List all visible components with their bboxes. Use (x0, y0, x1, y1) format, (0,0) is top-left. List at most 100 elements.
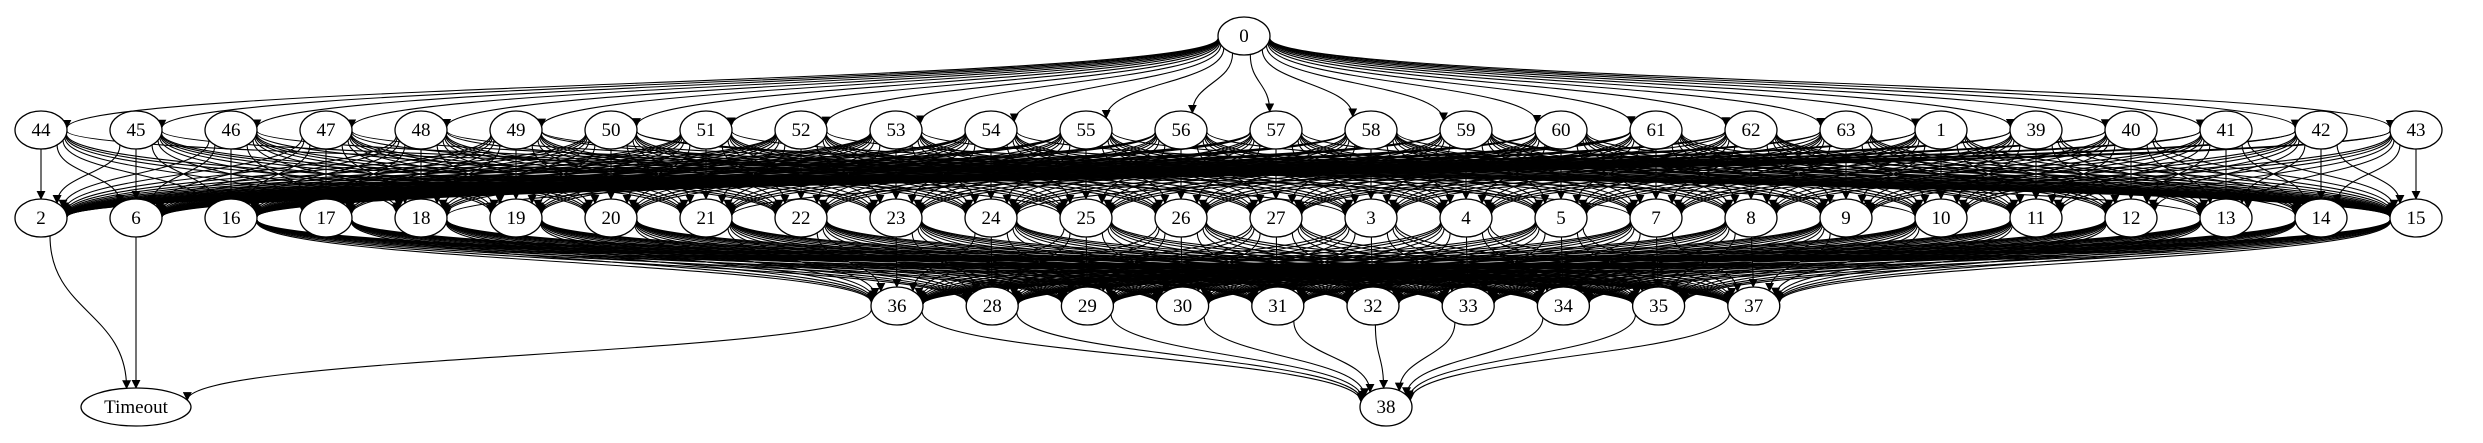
node-label: 34 (1554, 296, 1574, 317)
edge-53-to-2 (62, 132, 871, 217)
edge-15-to-36 (918, 219, 2391, 306)
edge-26-to-36 (916, 225, 1158, 300)
node-label: 6 (131, 208, 141, 229)
edge-0-to-58 (1261, 49, 1358, 118)
edge-0-to-46 (252, 38, 1219, 129)
node-label: 41 (2217, 120, 2236, 141)
node-ellipse (2009, 198, 2063, 238)
edge-15-to-28 (1013, 219, 2391, 306)
node-32: 32 (1346, 286, 1400, 326)
edge-16-to-36 (256, 221, 876, 304)
edge-15-to-32 (1394, 219, 2391, 305)
edge-28-to-38 (1016, 312, 1366, 402)
node-ellipse (14, 198, 68, 238)
node-ellipse (1059, 110, 1113, 150)
node-3: 3 (1344, 198, 1398, 238)
node-18: 18 (394, 198, 448, 238)
node-ellipse (1629, 110, 1683, 150)
edge-0-to-49 (537, 39, 1219, 128)
node-label: 49 (507, 120, 526, 141)
node-ellipse (1631, 286, 1686, 326)
node-label: 1 (1936, 120, 1946, 141)
node-ellipse (80, 387, 192, 427)
node-44: 44 (14, 110, 68, 150)
node-label: 22 (792, 208, 811, 229)
node-ellipse (2389, 110, 2443, 150)
node-label: 45 (127, 120, 146, 141)
node-4: 4 (1439, 198, 1493, 238)
node-ellipse (1819, 110, 1873, 150)
node-ellipse (1154, 110, 1208, 150)
edge-0-to-53 (915, 42, 1221, 125)
node-ellipse (1346, 286, 1400, 326)
node-ellipse (299, 110, 353, 150)
edge-10-to-36 (918, 219, 1916, 305)
node-label: 32 (1364, 296, 1383, 317)
node-ellipse (1819, 198, 1873, 238)
node-label: 42 (2312, 120, 2331, 141)
edge-46-to-2 (58, 140, 210, 209)
node-ellipse (394, 110, 448, 150)
edge-54-to-2 (62, 132, 966, 217)
node-label: 54 (982, 120, 1002, 141)
node-label: 11 (2027, 208, 2045, 229)
node-label: 24 (982, 208, 1002, 229)
node-ellipse (584, 198, 638, 238)
node-ellipse (584, 110, 638, 150)
edge-48-to-2 (61, 135, 397, 214)
node-ellipse (1249, 110, 1303, 150)
node-63: 63 (1819, 110, 1873, 150)
node-46: 46 (204, 110, 258, 150)
node-label: 47 (317, 120, 336, 141)
edge-5-to-36 (918, 221, 1536, 304)
edge-0-to-59 (1265, 45, 1448, 122)
edge-36-to-38 (921, 311, 1366, 403)
edge-59-to-2 (62, 131, 1441, 218)
edge-51-to-2 (62, 133, 681, 216)
edge-7-to-36 (918, 220, 1631, 304)
node-23: 23 (869, 198, 923, 238)
node-label: 8 (1746, 208, 1756, 229)
edge-18-to-36 (445, 222, 877, 303)
node-35: 35 (1631, 286, 1686, 326)
edge-33-to-38 (1394, 322, 1456, 392)
node-ellipse (204, 110, 258, 150)
node-ellipse (1344, 110, 1398, 150)
node-label: 46 (222, 120, 241, 141)
node-ellipse (1439, 110, 1493, 150)
node-7: 7 (1629, 198, 1683, 238)
node-28: 28 (965, 286, 1019, 326)
node-label: 0 (1239, 26, 1249, 47)
edge-43-to-12 (2150, 137, 2393, 212)
node-label: 53 (887, 120, 906, 141)
node-label: 12 (2122, 208, 2141, 229)
edge-0-to-39 (1269, 38, 2015, 128)
edge-0-to-57 (1249, 54, 1275, 113)
edge-29-to-38 (1110, 313, 1367, 400)
edge-30-to-38 (1203, 316, 1369, 398)
node-label: 56 (1172, 120, 1191, 141)
node-47: 47 (299, 110, 353, 150)
node-19: 19 (489, 198, 543, 238)
node-label: Timeout (104, 397, 168, 418)
node-22: 22 (774, 198, 828, 238)
edge-20-to-36 (634, 225, 878, 300)
node-label: 26 (1172, 208, 1191, 229)
node-label: 36 (888, 296, 907, 317)
edge-0-to-54 (1009, 44, 1222, 123)
node-ellipse (1154, 198, 1208, 238)
node-49: 49 (489, 110, 543, 150)
edge-41-to-7 (1677, 133, 2202, 215)
node-ellipse (679, 198, 733, 238)
node-ellipse (1534, 110, 1588, 150)
node-label: 4 (1461, 208, 1471, 229)
edge-0-to-63 (1268, 39, 1825, 127)
node-ellipse (2294, 198, 2348, 238)
node-ellipse (299, 198, 353, 238)
node-20: 20 (584, 198, 638, 238)
node-38: 38 (1359, 387, 1413, 427)
node-ellipse (2294, 110, 2348, 150)
edge-0-to-50 (632, 39, 1220, 128)
node-25: 25 (1059, 198, 1113, 238)
node-30: 30 (1155, 286, 1210, 326)
